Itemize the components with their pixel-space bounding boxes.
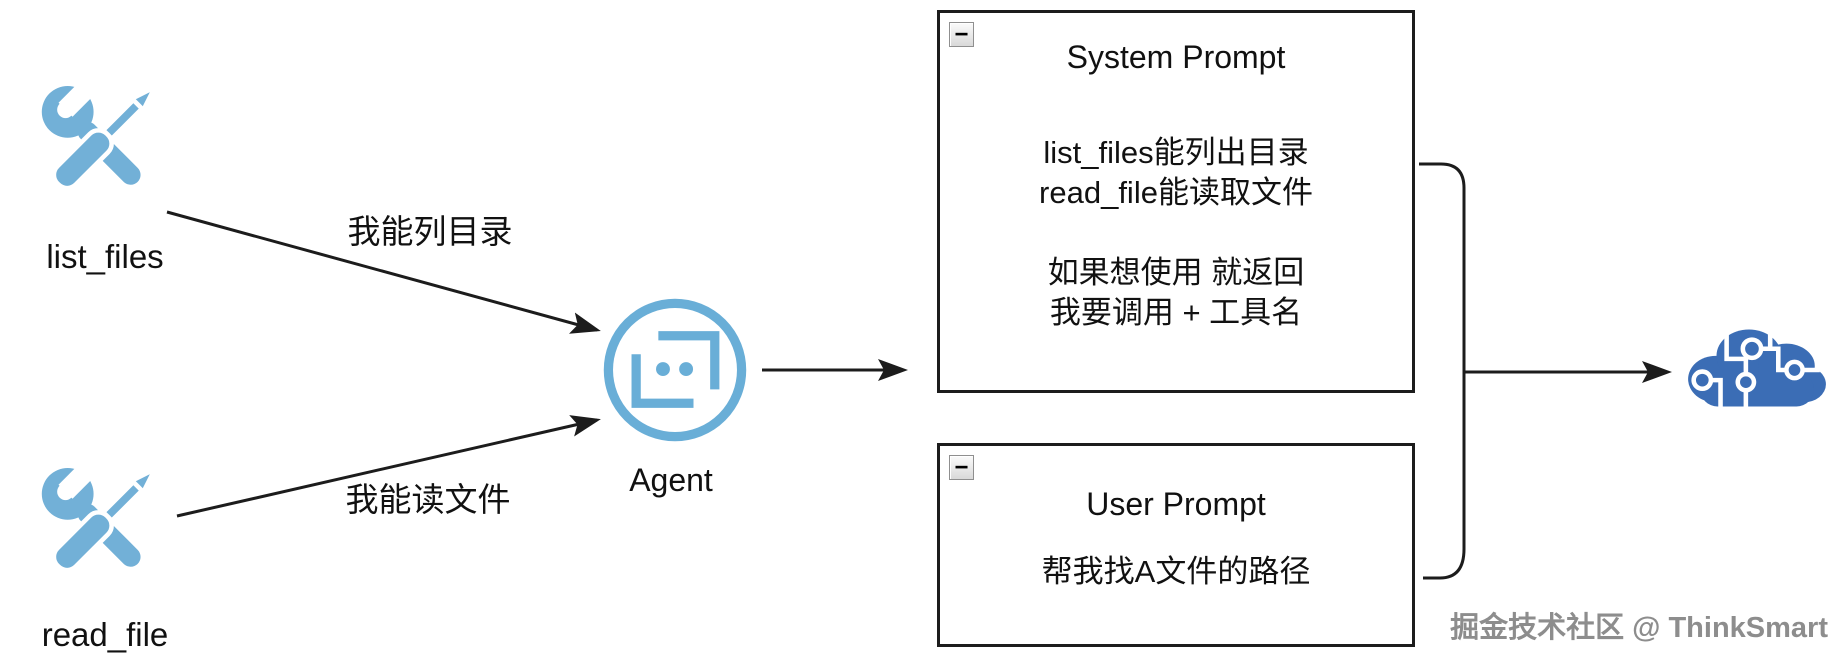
prompt-line-spacer [940, 213, 1412, 253]
system-prompt-text: list_files能列出目录 read_file能读取文件 如果想使用 就返回… [940, 133, 1412, 333]
circuit-traces [1691, 328, 1820, 411]
screwdriver-icon [51, 463, 161, 573]
system-prompt-title: System Prompt [1066, 39, 1286, 75]
brace-prompts-merge [1419, 162, 1466, 580]
edge-label-can-list: 我能列目录 [347, 213, 513, 250]
user-prompt-text: 帮我找A文件的路径 [940, 552, 1412, 592]
tools-icon [41, 81, 161, 191]
arrow-read-file-to-agent [176, 415, 601, 518]
edge-label-can-read: 我能读文件 [345, 481, 511, 518]
prompt-line: 我要调用 + 工具名 [1049, 295, 1303, 330]
prompt-line: read_file能读取文件 [1039, 175, 1313, 210]
tool-label-list-files: list_files [46, 238, 164, 275]
prompt-line: 如果想使用 就返回 [1047, 255, 1305, 290]
agent-robot-icon [603, 298, 747, 442]
watermark-text: 掘金技术社区 @ ThinkSmart [1450, 612, 1828, 644]
agent-label: Agent [629, 462, 713, 498]
screwdriver-icon [51, 81, 161, 191]
collapse-button[interactable]: − [949, 22, 974, 47]
system-prompt-box: − System Prompt list_files能列出目录 read_fil… [937, 10, 1415, 393]
arrow-list-files-to-agent [166, 210, 601, 334]
user-prompt-title: User Prompt [1086, 486, 1266, 522]
tools-icon [41, 463, 161, 573]
user-prompt-box: − User Prompt 帮我找A文件的路径 [937, 443, 1415, 647]
tool-label-read-file: read_file [41, 616, 169, 653]
collapse-button[interactable]: − [949, 455, 974, 480]
prompt-line: 帮我找A文件的路径 [1041, 554, 1311, 589]
llm-brain-icon [1688, 328, 1826, 411]
prompt-line: list_files能列出目录 [1043, 135, 1309, 170]
